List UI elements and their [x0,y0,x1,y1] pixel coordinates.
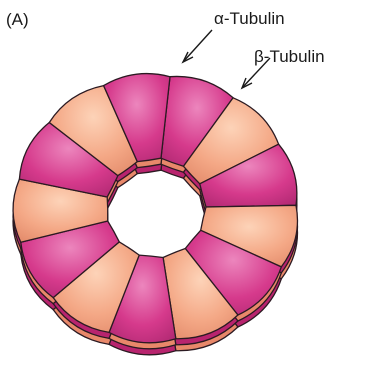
alpha-tubulin-pointer [183,30,212,62]
panel-label: (A) [6,10,29,29]
tubulin-ring-stack [13,74,297,355]
alpha-tubulin-label: α-Tubulin [214,9,285,28]
